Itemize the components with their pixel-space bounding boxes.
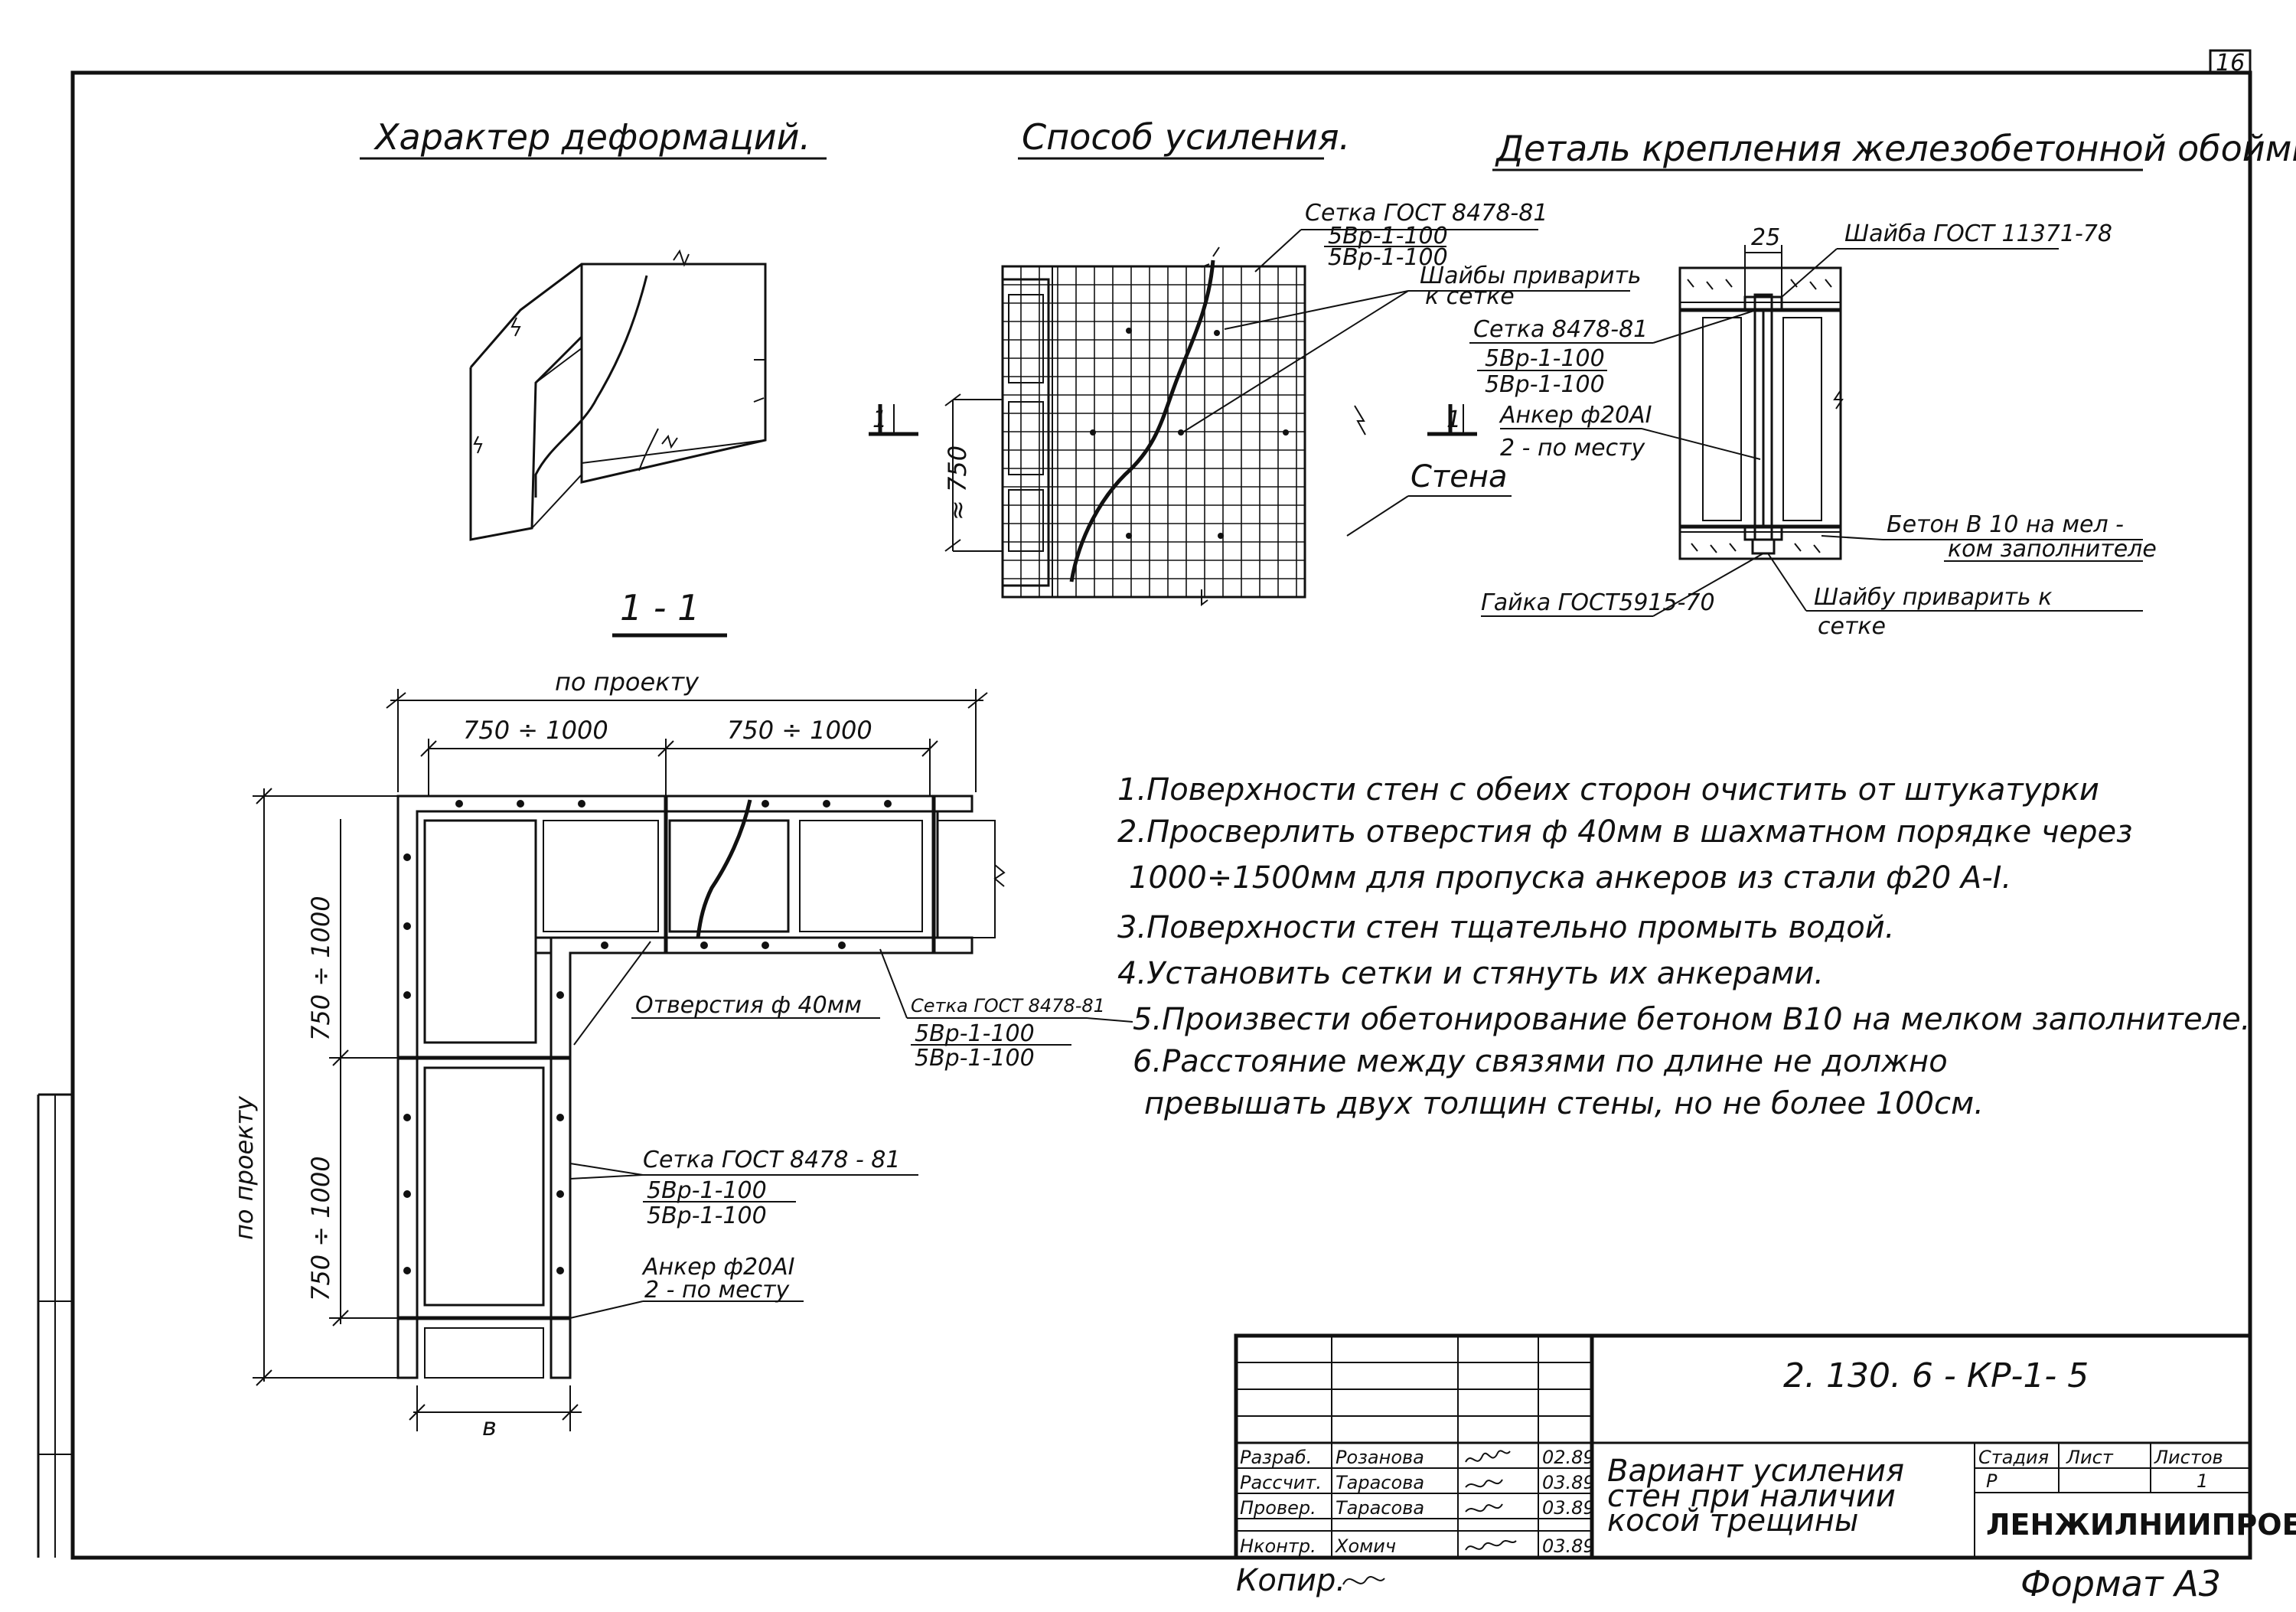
note-3: 3.Поверхности стен тщательно промыть вод…	[1117, 910, 1895, 945]
plan-dim-a: 750 ÷ 1000	[463, 716, 608, 745]
date-check: 03.89	[1542, 1497, 1595, 1519]
name-norm: Хомич	[1334, 1535, 1396, 1557]
detail-anchor-label: Анкер ф20АI	[1499, 402, 1652, 429]
plan-dim-v1: 750 ÷ 1000	[306, 896, 335, 1041]
plan-dim-v2: 750 ÷ 1000	[306, 1156, 335, 1301]
method-sketch: ≈ 750	[869, 229, 1630, 606]
note-1: 1.Поверхности стен с обеих сторон очисти…	[1117, 772, 2099, 808]
method-washers-label: Шайбы приварить	[1420, 263, 1642, 289]
format-label: Формат А3	[2020, 1563, 2221, 1604]
method-mesh-spec-1: 5Вр-1-100	[1328, 223, 1448, 250]
date-dev: 02.89	[1542, 1447, 1595, 1468]
plan-by-project-side: по проекту	[230, 1095, 259, 1240]
plan-mesh-right-spec-1: 5Вр-1-100	[915, 1020, 1035, 1047]
name-dev: Розанова	[1336, 1447, 1424, 1468]
detail-mesh-spec-1: 5Вр-1-100	[1485, 345, 1605, 372]
signatures	[1465, 1450, 1517, 1551]
sheet-number-box	[2209, 49, 2252, 74]
plan-mesh-right-spec-2: 5Вр-1-100	[915, 1045, 1035, 1072]
drawing-code: 2. 130. 6 - КР-1- 5	[1783, 1356, 2089, 1395]
name-check: Тарасова	[1336, 1497, 1424, 1519]
sheet-header: Лист	[2066, 1447, 2114, 1468]
detail-weld-label: Шайбу приварить к	[1814, 584, 2052, 611]
note-4: 4.Установить сетки и стянуть их анкерами…	[1117, 956, 1824, 991]
detail-concrete-label-2: ком заполнителе	[1948, 536, 2157, 563]
detail-weld-label-2: сетке	[1818, 613, 1886, 640]
method-wall-label: Стена	[1411, 459, 1508, 494]
detail-sketch	[1427, 245, 2143, 617]
detail-nut-label: Гайка ГОСТ5915-70	[1481, 589, 1715, 616]
method-mesh-spec-2: 5Вр-1-100	[1328, 244, 1448, 271]
plan-mesh-right-label: Сетка ГОСТ 8478-81	[911, 995, 1105, 1016]
role-check: Провер.	[1240, 1497, 1316, 1519]
copied-label: Копир.	[1236, 1563, 1345, 1598]
detail-mesh-label: Сетка 8478-81	[1473, 316, 1648, 343]
stage-value: Р	[1986, 1470, 1998, 1492]
role-norm: Нконтр.	[1240, 1535, 1316, 1557]
plan-hole-label: Отверстия ф 40мм	[635, 992, 862, 1019]
detail-washer-label: Шайба ГОСТ 11371-78	[1844, 220, 2112, 247]
method-dim-750: ≈ 750	[943, 445, 972, 520]
note-2: 2.Просверлить отверстия ф 40мм в шахматн…	[1117, 814, 2132, 850]
mesh-grid	[1003, 266, 1305, 597]
sheet-frame	[70, 70, 2252, 1560]
sheet-number: 16	[2216, 50, 2245, 77]
heading-method: Способ усиления.	[1022, 116, 1350, 158]
section-mark: 1 - 1	[620, 587, 700, 628]
notes-list: 1.Поверхности стен с обеих сторон очисти…	[1117, 772, 2250, 1121]
title-block	[1234, 1333, 2252, 1560]
plan-dim-b: 750 ÷ 1000	[727, 716, 872, 745]
sheets-header: Листов	[2154, 1447, 2223, 1468]
drawing-title-3: косой трещины	[1607, 1503, 1859, 1539]
role-calc: Рассчит.	[1240, 1472, 1322, 1493]
deformation-sketch	[469, 249, 767, 541]
left-margin-stamp	[37, 1093, 73, 1558]
heading-deformation: Характер деформаций.	[373, 116, 810, 158]
drawing-title-2: стен при наличии	[1607, 1479, 1896, 1514]
drawing-title-1: Вариант усиления	[1607, 1454, 1904, 1489]
plan-mesh-left-spec-2: 5Вр-1-100	[647, 1202, 767, 1229]
copied-signature	[1342, 1576, 1385, 1585]
note-2-cont: 1000÷1500мм для пропуска анкеров из стал…	[1129, 860, 2011, 896]
note-6-cont: превышать двух толщин стены, но не более…	[1144, 1086, 1984, 1121]
detail-concrete-label: Бетон В 10 на мел -	[1887, 511, 2124, 538]
stage-header: Стадия	[1978, 1447, 2049, 1468]
detail-anchor-label-2: 2 - по месту	[1500, 435, 1646, 462]
section-plan	[253, 689, 1133, 1431]
name-calc: Тарасова	[1336, 1472, 1424, 1493]
heading-detail: Деталь крепления железобетонной обоймы.	[1495, 128, 2296, 169]
plan-width-b: в	[482, 1412, 497, 1441]
detail-mesh-spec-2: 5Вр-1-100	[1485, 371, 1605, 398]
plan-anchor-label-2: 2 - по месту	[644, 1277, 791, 1304]
detail-cut-label: 1	[1446, 406, 1461, 433]
detail-dim-25: 25	[1751, 224, 1780, 251]
plan-by-project-top: по проекту	[555, 667, 700, 697]
note-6: 6.Расстояние между связями по длине не д…	[1133, 1044, 1948, 1079]
plan-mesh-left-spec-1: 5Вр-1-100	[647, 1177, 767, 1204]
organization: ЛЕНЖИЛНИИПРОЕКТ	[1986, 1508, 2296, 1542]
plan-mesh-left-label: Сетка ГОСТ 8478 - 81	[643, 1147, 900, 1173]
sheets-value: 1	[2197, 1470, 2208, 1492]
date-norm: 03.89	[1542, 1535, 1595, 1557]
method-washers-label-2: к сетке	[1425, 283, 1515, 310]
method-mesh-label: Сетка ГОСТ 8478-81	[1305, 200, 1548, 227]
note-5: 5.Произвести обетонирование бетоном В10 …	[1133, 1002, 2250, 1037]
method-cut-label: 1	[872, 406, 887, 433]
plan-anchor-label: Анкер ф20АI	[641, 1254, 795, 1281]
date-calc: 03.89	[1542, 1472, 1595, 1493]
role-dev: Разраб.	[1240, 1447, 1312, 1468]
